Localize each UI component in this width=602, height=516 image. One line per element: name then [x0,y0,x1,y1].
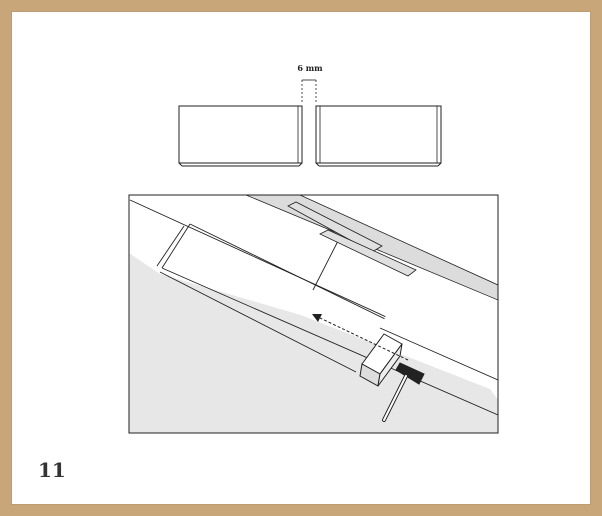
arrow-icon [312,314,409,361]
gap-detail: 6 mm [178,63,442,167]
floor-board-icon [315,105,442,167]
floor-board-icon [287,201,417,277]
floor-board-icon [178,105,303,167]
spacer-block-icon [359,333,403,387]
gap-indicator [301,79,317,104]
installation-scene [128,194,499,434]
step-number: 11 [38,458,66,482]
gap-label: 6 mm [297,63,323,73]
hammer-icon [382,362,425,422]
